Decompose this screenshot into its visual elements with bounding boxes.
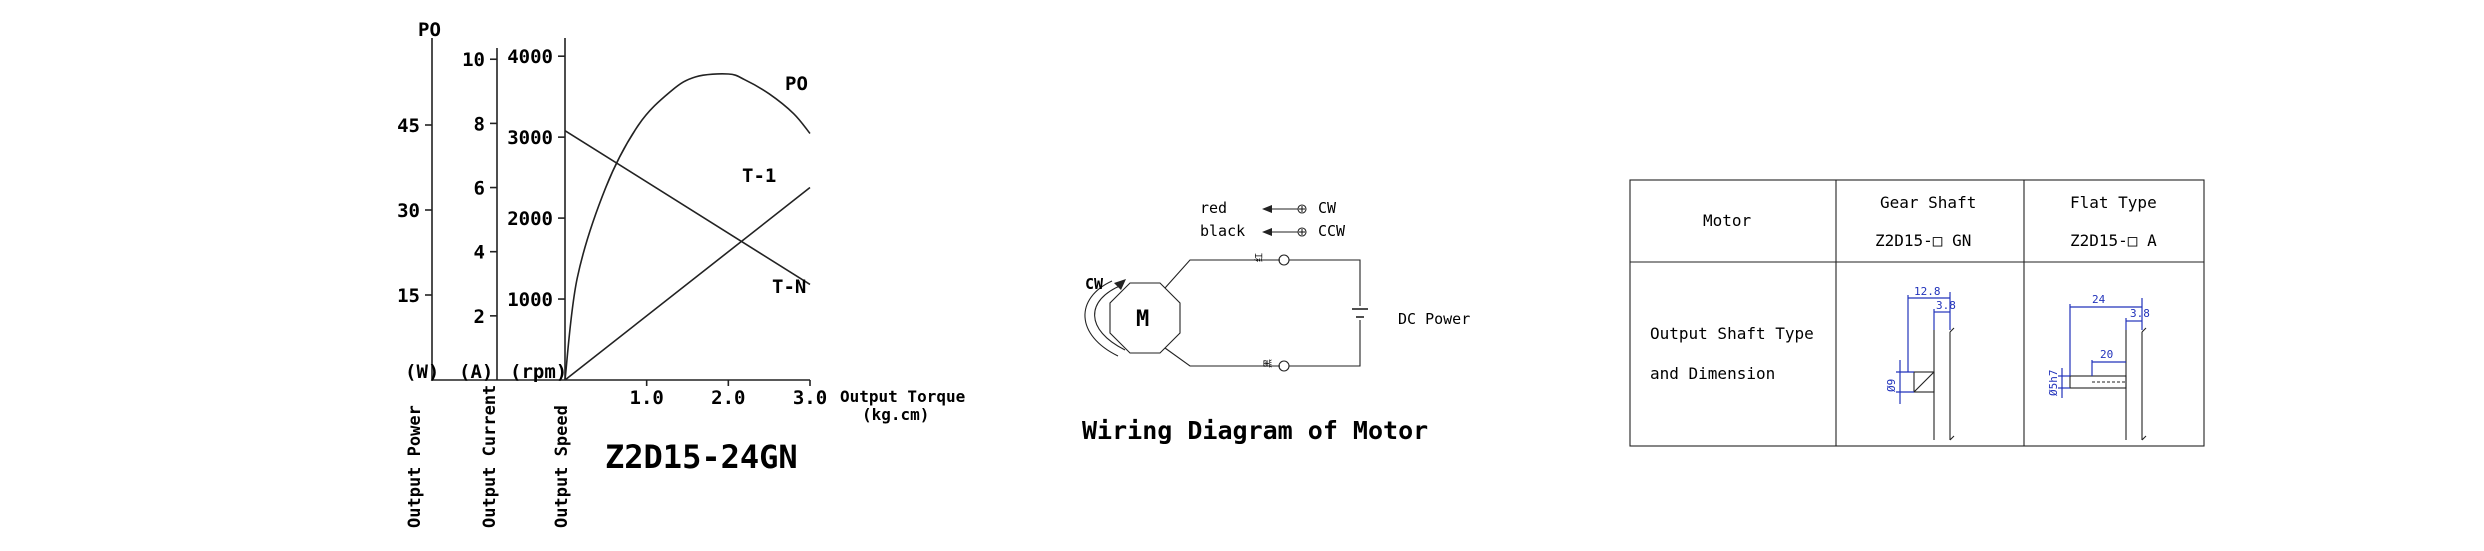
gear-shaft-drawing: 12.8 3.8 Ø9 <box>1885 285 1956 441</box>
x-axis-title-line2: (kg.cm) <box>862 405 929 424</box>
x-tick-label-0: 1.0 <box>630 387 664 409</box>
series-label-po: PO <box>785 73 808 95</box>
wiring-title: Wiring Diagram of Motor <box>1082 416 1428 445</box>
y-tick-label-2-2: 3000 <box>507 127 553 149</box>
terminal-black-mark: 黑 <box>1263 359 1274 368</box>
y-tick-label-1-0: 2 <box>474 306 485 328</box>
flat-dim-flat-length: 20 <box>2100 348 2113 361</box>
flat-dim-flat: 3.8 <box>2130 307 2150 320</box>
header-gear-model: Z2D15-□ GN <box>1875 231 1971 250</box>
motor-symbol <box>1109 282 1181 354</box>
y-tick-label-1-4: 10 <box>462 49 485 71</box>
table-border <box>1629 179 2205 447</box>
tick-layer: 15 30 45 2 4 6 8 10 1000 2000 3000 4000 1.0 2.0 3.0 <box>397 46 827 409</box>
row-label-2: and Dimension <box>1650 364 1775 383</box>
flat-dim-length: 24 <box>2092 293 2106 306</box>
x-tick-label-1: 2.0 <box>711 387 745 409</box>
series-label-t-i: T-1 <box>742 165 776 187</box>
performance-chart: 15 30 45 2 4 6 8 10 1000 2000 3000 4000 1.0 2.0 3.0 PO… <box>397 19 965 528</box>
x-axis-title-line1: Output Torque <box>840 387 965 406</box>
row-label-1: Output Shaft Type <box>1650 324 1814 343</box>
current-unit: (A) <box>459 361 493 383</box>
y-tick-label-2-3: 4000 <box>507 46 553 68</box>
speed-axis-name: Output Speed <box>552 405 572 528</box>
power-unit: (W) <box>405 361 439 383</box>
dimension-table: Motor Gear Shaft Z2D15-□ GN Flat Type Z2… <box>1629 179 2205 447</box>
y-tick-label-0-2: 45 <box>397 115 420 137</box>
series-line-po <box>564 73 811 381</box>
gear-dim-dia: Ø9 <box>1885 379 1898 392</box>
header-flat-title: Flat Type <box>2070 193 2157 212</box>
y-tick-label-1-3: 8 <box>474 113 485 135</box>
gear-dim-flat: 3.8 <box>1936 299 1956 312</box>
wiring-diagram: red black CW CCW M CW 红 黑 DC Power Wir <box>1082 199 1470 445</box>
series-line-t-n <box>564 129 811 286</box>
power-axis-header: PO <box>418 19 441 41</box>
header-flat-model: Z2D15-□ A <box>2070 231 2157 250</box>
red-label: red <box>1200 199 1227 217</box>
current-axis-name: Output Current <box>480 385 500 528</box>
y-tick-label-0-0: 15 <box>397 285 420 307</box>
gear-dim-length: 12.8 <box>1914 285 1941 298</box>
black-label: black <box>1200 222 1245 240</box>
series-label-t-n: T-N <box>772 276 806 298</box>
header-motor: Motor <box>1703 211 1752 230</box>
series-line-t-i <box>564 186 811 381</box>
terminal-red-mark: 红 <box>1253 253 1265 262</box>
motor-label: M <box>1136 307 1149 332</box>
power-label: DC Power <box>1398 310 1470 328</box>
header-gear-title: Gear Shaft <box>1880 193 1976 212</box>
terminal-black <box>1278 360 1290 372</box>
y-tick-label-1-1: 4 <box>474 242 485 264</box>
power-axis-name: Output Power <box>405 405 425 528</box>
rotation-arrow <box>1094 284 1126 351</box>
chart-title: Z2D15-24GN <box>605 438 798 476</box>
y-tick-label-1-2: 6 <box>474 178 485 200</box>
y-tick-label-2-1: 2000 <box>507 208 553 230</box>
cw-direction-label: CW <box>1318 199 1337 217</box>
ccw-direction-label: CCW <box>1318 222 1346 240</box>
y-tick-label-0-1: 30 <box>397 200 420 222</box>
y-tick-label-2-0: 1000 <box>507 289 553 311</box>
x-tick-label-2: 3.0 <box>793 387 827 409</box>
terminal-red <box>1278 254 1290 266</box>
flat-shaft-drawing: 24 3.8 20 Ø5h7 <box>2047 293 2150 441</box>
curve-layer: PO T-1T-N <box>564 73 811 381</box>
speed-unit: (rpm) <box>510 361 567 383</box>
rotation-label: CW <box>1085 275 1104 293</box>
flat-dim-dia: Ø5h7 <box>2047 370 2060 397</box>
